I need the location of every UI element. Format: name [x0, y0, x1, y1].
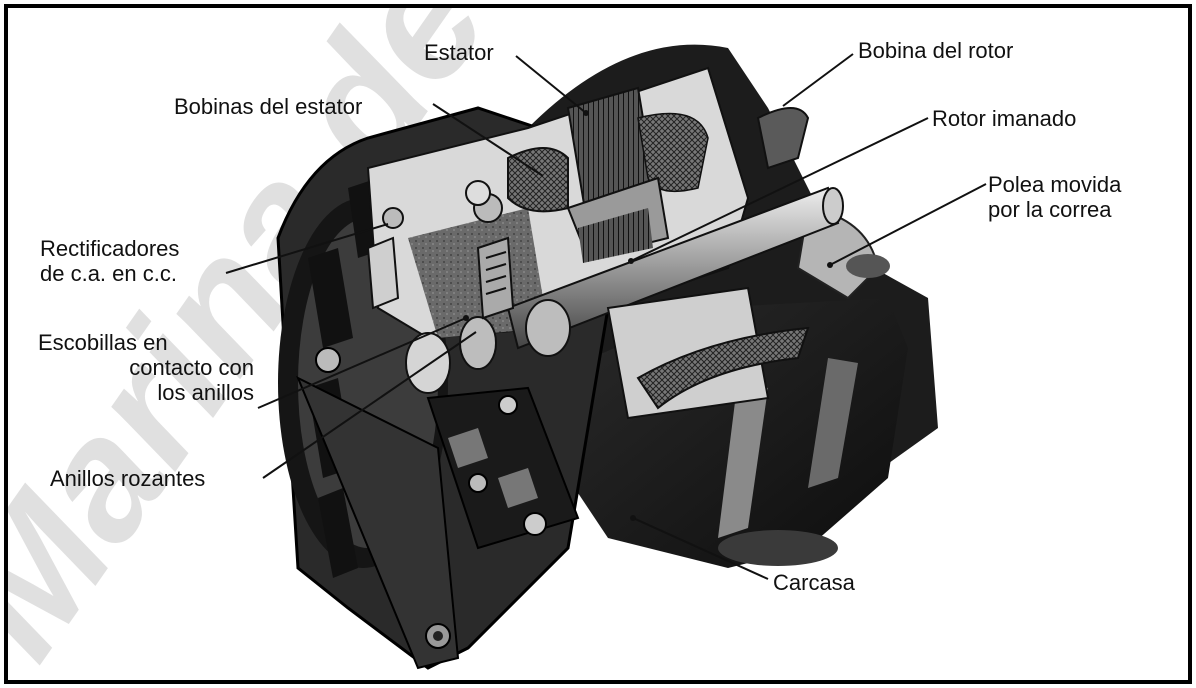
stator-winding-shape	[507, 147, 569, 213]
slip-ring-shape	[405, 332, 451, 394]
label-polea-line-1: Polea movida	[988, 172, 1122, 197]
label-polea-line-2: por la correa	[988, 197, 1112, 222]
label-rectificadores-line-1: Rectificadores	[40, 236, 180, 261]
label-rotor-imanado: Rotor imanado	[932, 106, 1077, 131]
pulley-shape	[756, 107, 810, 170]
label-polea: Polea movida por la correa	[988, 172, 1121, 222]
leader-lines	[225, 53, 987, 580]
alternator-illustration: Marina de Reyes	[8, 8, 987, 680]
label-bobina-del-rotor: Bobina del rotor	[858, 38, 1014, 63]
label-estator: Estator	[424, 40, 494, 65]
label-carcasa: Carcasa	[773, 570, 855, 595]
label-bobinas-del-estator: Bobinas del estator	[174, 94, 363, 119]
label-escobillas-line-3: los anillos	[157, 380, 254, 405]
terminal-block-shape	[426, 386, 580, 550]
label-rectificadores-line-2: de c.a. en c.c.	[40, 261, 177, 286]
label-rectificadores: Rectificadores de c.a. en c.c.	[40, 236, 179, 286]
rectifier-diode-shape	[366, 236, 400, 310]
label-escobillas: Escobillas en contacto con los anillos	[38, 330, 254, 405]
diagram-frame: Marina de Reyes	[4, 4, 1192, 684]
leader-dots	[463, 110, 833, 521]
brush-spring-shape	[476, 236, 515, 320]
label-escobillas-line-1: Escobillas en	[38, 330, 168, 355]
label-anillos-rozantes: Anillos rozantes	[50, 466, 206, 491]
label-escobillas-line-2: contacto con	[129, 355, 254, 380]
